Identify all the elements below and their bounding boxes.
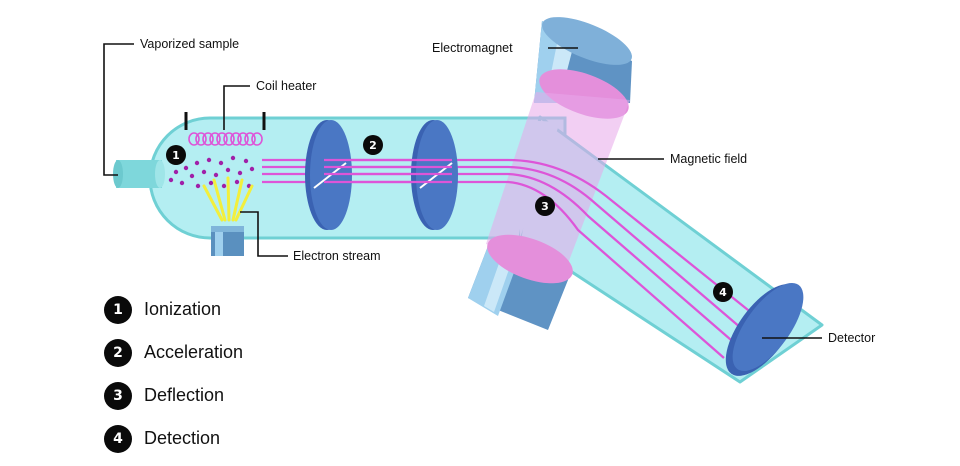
legend-item-ionization: 1 Ionization bbox=[104, 288, 243, 331]
step-marker-2: 2 bbox=[363, 135, 383, 155]
label-detector: Detector bbox=[828, 331, 875, 345]
legend-badge-1: 1 bbox=[104, 295, 132, 324]
sample-inlet-nozzle bbox=[113, 160, 165, 188]
electromagnet-lower-pole bbox=[468, 234, 573, 330]
legend-label-acceleration: Acceleration bbox=[144, 342, 244, 362]
legend-badge-2: 2 bbox=[104, 338, 132, 367]
legend-label-deflection: Deflection bbox=[144, 385, 225, 405]
steps-legend: 1 Ionization 2 Acceleration 3 Deflection… bbox=[104, 288, 243, 460]
svg-text:4: 4 bbox=[719, 286, 727, 299]
ion-beam-through-plates bbox=[324, 158, 452, 184]
ion-beam bbox=[262, 158, 759, 359]
svg-text:2: 2 bbox=[369, 139, 377, 152]
electron-stream bbox=[202, 176, 254, 222]
label-magnetic-field: Magnetic field bbox=[670, 152, 747, 166]
legend-badge-3: 3 bbox=[104, 381, 132, 410]
sample-ion-cloud bbox=[168, 155, 255, 189]
label-vaporized-sample: Vaporized sample bbox=[140, 37, 239, 51]
label-coil-heater: Coil heater bbox=[256, 79, 316, 93]
svg-text:3: 3 bbox=[541, 200, 549, 213]
legend-label-detection: Detection bbox=[144, 428, 221, 448]
callout-leaders bbox=[103, 43, 822, 339]
step-marker-4: 4 bbox=[713, 282, 733, 302]
label-electron-stream: Electron stream bbox=[293, 249, 381, 263]
legend-badge-4: 4 bbox=[104, 424, 132, 453]
legend-item-acceleration: 2 Acceleration bbox=[104, 331, 243, 374]
legend-label-ionization: Ionization bbox=[144, 299, 222, 319]
legend-item-detection: 4 Detection bbox=[104, 417, 243, 460]
label-electromagnet: Electromagnet bbox=[432, 41, 513, 55]
step-marker-3: 3 bbox=[535, 196, 555, 216]
detector bbox=[725, 282, 804, 376]
svg-text:1: 1 bbox=[172, 149, 180, 162]
electron-gun bbox=[211, 226, 244, 256]
step-marker-1: 1 bbox=[166, 145, 186, 165]
legend-item-deflection: 3 Deflection bbox=[104, 374, 243, 417]
coil-heater bbox=[188, 132, 263, 146]
